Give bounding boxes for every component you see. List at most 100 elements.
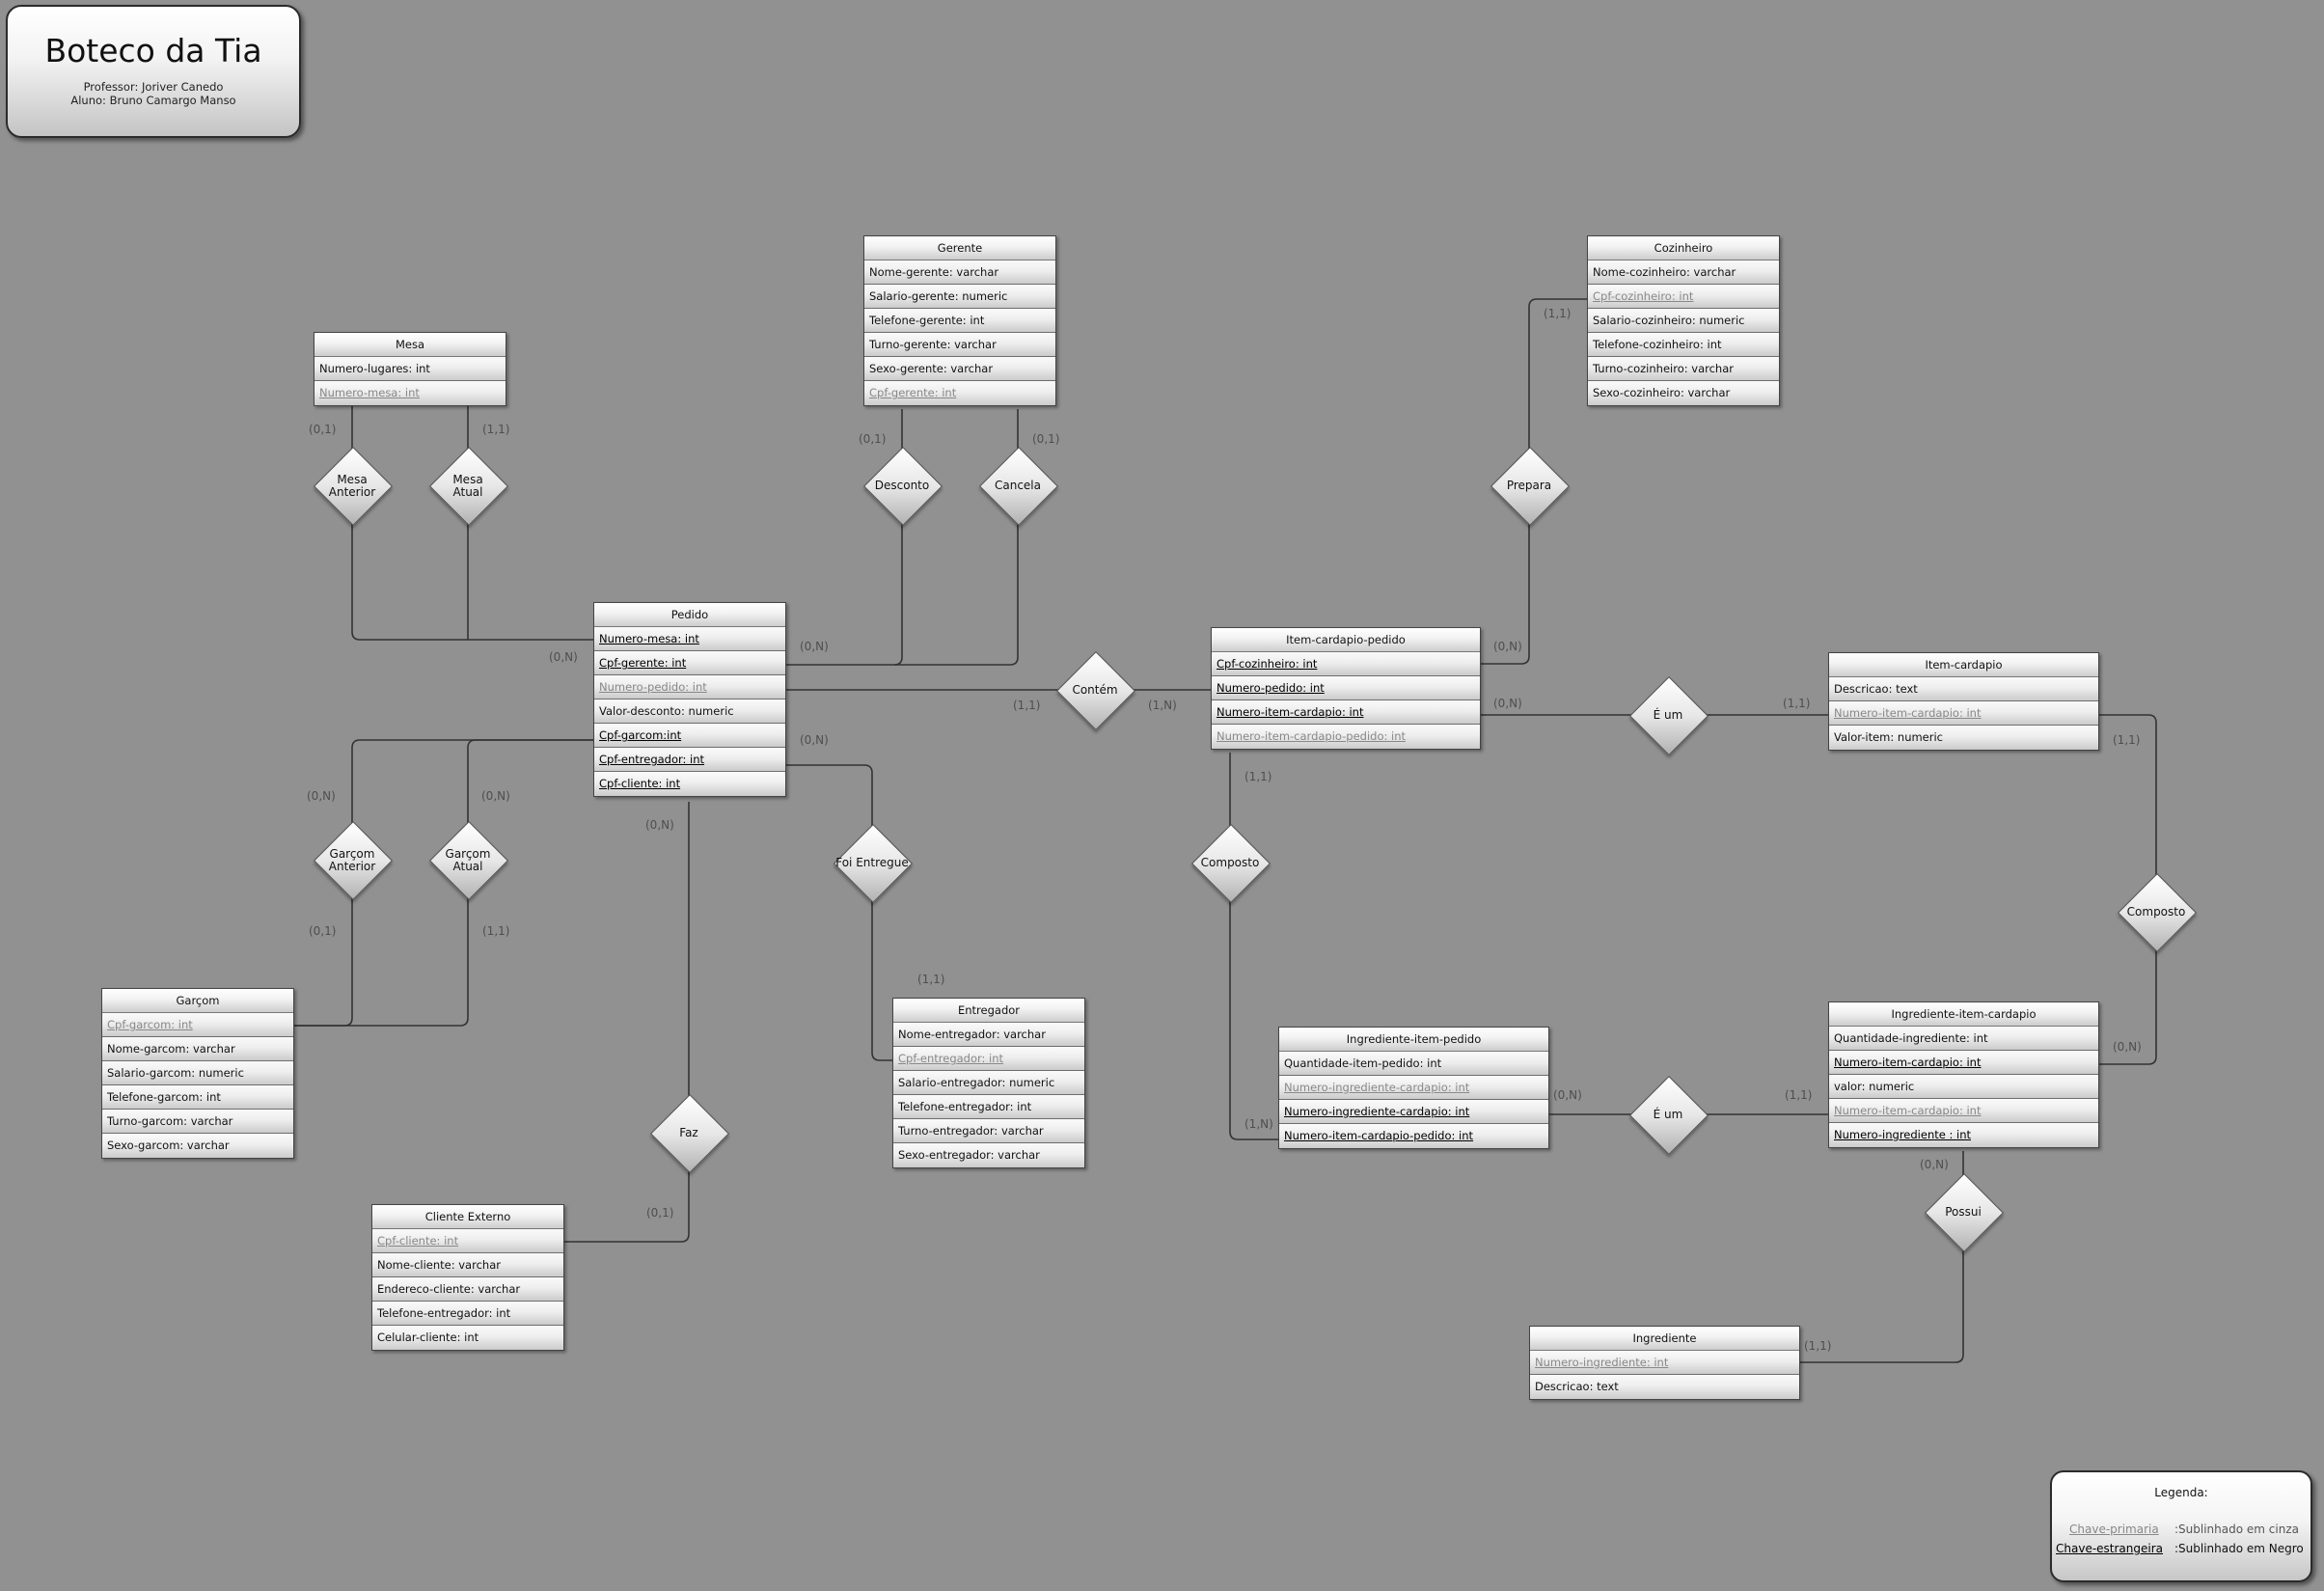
cardinality-label: (0,N) [307,789,336,803]
relationship-label: Contém [1072,683,1118,697]
entity-attribute: Cpf-cozinheiro: int [1212,652,1480,676]
entity-attribute: Turno-cozinheiro: varchar [1588,357,1779,381]
line-pedido-foi-entregue [785,764,873,832]
entity-header: Item-cardapio-pedido [1212,628,1480,652]
entity-attribute: Nome-cozinheiro: varchar [1588,261,1779,285]
cardinality-label: (1,1) [2113,733,2141,747]
student-name: Aluno: Bruno Camargo Manso [70,94,236,107]
line-cancela-pedido [894,516,1019,666]
entity-attribute: Nome-cliente: varchar [372,1253,563,1277]
entity-attribute: Numero-ingrediente-cardapio: int [1279,1100,1548,1124]
entity-item-cardapio-pedido[interactable]: Item-cardapio-pedido Cpf-cozinheiro: int… [1211,627,1481,750]
entity-attribute: Turno-garcom: varchar [102,1110,293,1134]
entity-attribute: Quantidade-ingrediente: int [1829,1027,2098,1051]
cardinality-label: (1,1) [482,423,510,436]
relationship-label: Composto [2126,905,2186,919]
line-pedido-garcom-anterior [351,739,594,829]
entity-header: Mesa [314,333,506,357]
relationship-label: Mesa Atual [452,473,483,499]
cardinality-label: (1,N) [1148,699,1177,712]
cardinality-label: (1,1) [1013,699,1041,712]
cardinality-label: (1,1) [917,973,945,986]
entity-attribute: Celular-cliente: int [372,1326,563,1350]
entity-attribute: Cpf-cozinheiro: int [1588,285,1779,309]
entity-header: Cozinheiro [1588,236,1779,261]
line-composto-ingrediente-item-cardapio [2098,943,2157,1065]
line-prepara-item-cardapio-pedido [1480,516,1530,665]
entity-attribute: Numero-mesa: int [314,381,506,405]
entity-attribute: Valor-desconto: numeric [594,699,785,724]
diagram-title-box: Boteco da Tia Professor: Joriver Canedo … [6,5,301,138]
entity-attribute: Sexo-garcom: varchar [102,1134,293,1158]
entity-attribute: Cpf-gerente: int [594,651,785,675]
entity-attribute: Numero-lugares: int [314,357,506,381]
cardinality-label: (1,1) [1544,307,1572,320]
legend-fk-description: :Sublinhado em Negro [2174,1542,2304,1555]
relationship-label: Foi Entregue [835,856,909,869]
entity-ingrediente-item-cardapio[interactable]: Ingrediente-item-cardapio Quantidade-ing… [1828,1001,2099,1148]
cardinality-label: (1,1) [482,924,510,938]
entity-attribute: Nome-entregador: varchar [893,1023,1084,1047]
entity-attribute: Cpf-cliente: int [372,1229,563,1253]
cardinality-label: (0,N) [1493,697,1522,710]
entity-header: Item-cardapio [1829,653,2098,677]
relationship-label: É um [1653,1108,1683,1121]
entity-attribute: Telefone-cozinheiro: int [1588,333,1779,357]
legend-pk-sample: Chave-primaria [2069,1522,2159,1536]
relationship-label: Cancela [994,479,1041,492]
diagram-title: Boteco da Tia [44,32,262,69]
entity-attribute: Cpf-entregador: int [594,748,785,772]
cardinality-label: (1,1) [1244,770,1272,783]
entity-attribute: Telefone-entregador: int [372,1302,563,1326]
cardinality-label: (1,1) [1785,1088,1813,1102]
entity-attribute: Numero-ingrediente: int [1530,1351,1799,1375]
cardinality-label: (0,N) [645,818,674,832]
entity-ingrediente-item-pedido[interactable]: Ingrediente-item-pedido Quantidade-item-… [1278,1027,1549,1149]
cardinality-label: (0,N) [1920,1158,1949,1171]
line-mesa-anterior-pedido [351,516,594,641]
entity-attribute: valor: numeric [1829,1075,2098,1099]
entity-attribute: Numero-item-cardapio: int [1829,1099,2098,1123]
entity-attribute: Descricao: text [1530,1375,1799,1399]
entity-attribute: Nome-gerente: varchar [864,261,1055,285]
professor-name: Professor: Joriver Canedo [83,80,224,94]
entity-attribute: Numero-ingrediente : int [1829,1123,2098,1147]
cardinality-label: (0,1) [309,924,337,938]
entity-header: Ingrediente [1530,1327,1799,1351]
cardinality-label: (0,N) [1553,1088,1582,1102]
cardinality-label: (0,N) [549,650,578,664]
relationship-label: Desconto [874,479,930,492]
entity-header: Cliente Externo [372,1205,563,1229]
entity-attribute: Numero-item-cardapio: int [1829,1051,2098,1075]
legend-pk-description: :Sublinhado em cinza [2174,1522,2299,1536]
line-pedido-garcom-atual [467,739,594,829]
entity-attribute: Cpf-garcom:int [594,724,785,748]
entity-attribute: Cpf-entregador: int [893,1047,1084,1071]
relationship-label: É um [1653,708,1683,722]
entity-attribute: Valor-item: numeric [1829,726,2098,750]
cardinality-label: (0,N) [800,733,829,747]
relationship-label: Composto [1200,856,1260,869]
legend-box: Legenda: Chave-primaria :Sublinhado em c… [2050,1470,2312,1582]
entity-attribute: Salario-cozinheiro: numeric [1588,309,1779,333]
entity-attribute: Cpf-garcom: int [102,1013,293,1037]
relationship-label: Faz [679,1126,698,1139]
entity-attribute: Sexo-gerente: varchar [864,357,1055,381]
cardinality-label: (0,N) [1493,640,1522,653]
entity-header: Pedido [594,603,785,627]
line-foi-entregue-entregador [871,893,892,1061]
entity-attribute: Numero-ingrediente-cardapio: int [1279,1076,1548,1100]
relationship-label: Prepara [1506,479,1552,492]
entity-attribute: Salario-garcom: numeric [102,1061,293,1085]
entity-attribute: Turno-gerente: varchar [864,333,1055,357]
entity-attribute: Telefone-garcom: int [102,1085,293,1110]
